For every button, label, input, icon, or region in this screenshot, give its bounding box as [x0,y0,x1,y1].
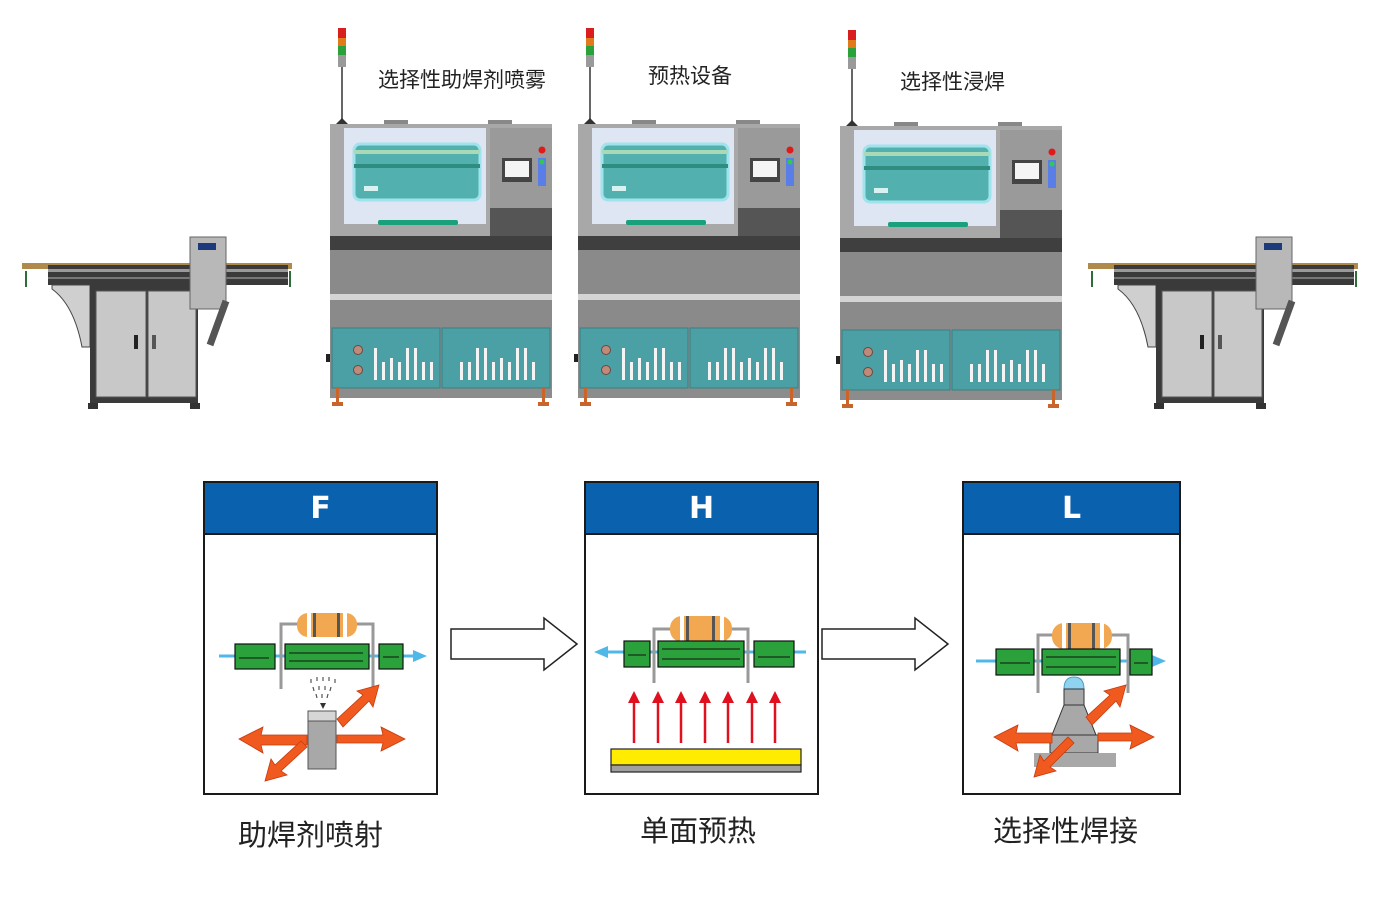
board-arrow-head [413,650,427,662]
motion-arrows-icon [993,684,1155,778]
flow-arrow-f-to-h [450,616,579,672]
board-arrow-head [594,646,608,658]
flux-spray-machine [324,26,554,408]
production-line-illustration [0,26,1380,440]
resistor-icon [670,616,732,642]
pcb-icon [623,640,795,668]
pcb-icon [995,648,1153,676]
board-arrow-head [1152,655,1166,667]
step-caption-preheat: 单面预热 [640,814,757,848]
step-code-preheat: H [586,483,817,535]
solder-fountain-icon [1034,676,1116,767]
unloader-conveyor [1088,237,1358,409]
flow-arrow-h-to-l [821,616,950,672]
resistor-icon [297,613,357,637]
resistor-icon [1052,623,1112,649]
step-caption-solder: 选择性焊接 [993,814,1139,848]
preheat-machine [572,26,802,408]
motion-arrows-icon [238,684,406,782]
machine-label-preheat: 预热设备 [648,64,732,88]
heater-icon [610,748,802,773]
heat-arrows-icon [628,691,781,743]
machine-label-flux: 选择性助焊剂喷雾 [378,68,546,92]
step-card-flux: F [203,481,438,795]
flux-spray-icon [310,677,336,699]
step-card-solder: L [962,481,1181,795]
selective-solder-machine [834,28,1064,410]
step-code-flux: F [205,483,436,535]
step-card-preheat: H [584,481,819,795]
step-code-solder: L [964,483,1179,535]
pcb-icon [234,643,404,670]
machine-label-solder: 选择性浸焊 [900,70,1005,94]
loader-conveyor [22,237,292,409]
step-caption-flux: 助焊剂喷射 [238,818,384,852]
